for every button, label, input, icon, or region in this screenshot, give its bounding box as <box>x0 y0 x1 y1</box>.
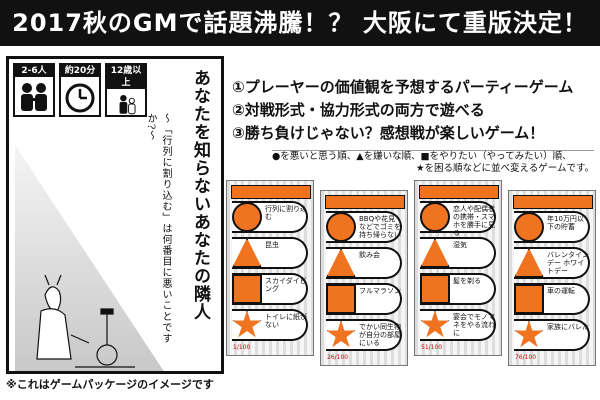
time-label: 約20分 <box>61 65 99 77</box>
feature-item: ①プレーヤーの価値観を予想するパーティーゲーム <box>232 78 574 96</box>
sample-card: BBQや花見などでゴミを持ち帰らない飲み会フルマラソンでかい同生物が自分の部屋に… <box>320 190 408 366</box>
card-square-icon <box>326 284 356 314</box>
card-samples: 行列に割り込む昆虫スカイダイビングトイレに紙がない 1/100 BBQや花見などでゴ… <box>226 180 598 366</box>
rules-note: ●を悪いと思う順、▲を嫌いな順、■をやりたい（やってみたい）順、 ★を困る順など… <box>272 150 594 175</box>
card-item-text: 行列に割り込む <box>265 205 307 221</box>
headline-banner: 2017秋のGMで話題沸騰！？ 大阪にて重版決定！ <box>0 0 600 46</box>
card-header-bar <box>419 185 499 199</box>
age-label: 12歳以上 <box>107 65 145 89</box>
players-icon <box>21 83 47 111</box>
package-caption: ※これはゲームパッケージのイメージです <box>6 378 214 391</box>
card-square-icon <box>232 274 262 304</box>
feature-item: ③勝ち負けじゃない？感想戦が楽しいゲーム！ <box>232 124 545 142</box>
card-item-text: 車の運転 <box>547 287 575 295</box>
card-circle-icon <box>514 212 544 242</box>
card-item-text: トイレに紙がない <box>265 313 307 329</box>
card-page-number: 1/100 <box>233 344 251 351</box>
package-icons: 2-6人 約20分 12歳以上 <box>13 63 147 117</box>
sample-card: 行列に割り込む昆虫スカイダイビングトイレに紙がない 1/100 <box>226 180 314 356</box>
card-item-text: 湿気 <box>453 241 467 249</box>
card-item-text: 恋人や配偶者の携帯・スマホを勝手に見る <box>453 205 495 237</box>
card-item-text: スカイダイビング <box>265 277 307 293</box>
card-header-bar <box>325 195 405 209</box>
game-package: 2-6人 約20分 12歳以上 <box>6 56 224 374</box>
players-badge: 2-6人 <box>13 63 55 117</box>
card-circle-icon <box>326 212 356 242</box>
rules-note-line: ●を悪いと思う順、▲を嫌いな順、■をやりたい（やってみたい）順、 <box>272 151 572 162</box>
game-title: あなたを知らないあなたの隣人 <box>190 69 210 321</box>
card-square-icon <box>420 274 450 304</box>
light-beam-graphic <box>15 145 221 371</box>
game-subtitle: 〜「行列に割り込む」は何番目に悪いことですか?〜 <box>145 113 171 344</box>
card-circle-icon <box>232 202 262 232</box>
feature-list: ①プレーヤーの価値観を予想するパーティーゲーム ②対戦形式・協力形式の両方で遊べ… <box>232 76 573 145</box>
card-item-text: バレンタインデー ホワイトデー <box>547 251 589 275</box>
age-badge: 12歳以上 <box>105 63 147 117</box>
card-circle-icon <box>420 202 450 232</box>
card-page-number: 26/100 <box>327 354 349 361</box>
card-item-text: 家族にバレた <box>547 323 589 331</box>
card-page-number: 76/100 <box>515 354 537 361</box>
clock-icon <box>65 83 95 113</box>
card-item-text: 飲み会 <box>359 251 380 259</box>
card-item-text: 髪を剃る <box>453 277 481 285</box>
card-item-text: フルマラソン <box>359 287 401 295</box>
card-page-number: 51/100 <box>421 344 443 351</box>
feature-item: ②対戦形式・協力形式の両方で遊べる <box>232 101 485 119</box>
person-icon <box>119 94 136 115</box>
card-square-icon <box>514 284 544 314</box>
players-label: 2-6人 <box>15 65 53 77</box>
card-header-bar <box>231 185 311 199</box>
card-item-text: BBQや花見などでゴミを持ち帰らない <box>359 215 401 239</box>
unicycle-illustration <box>75 308 135 368</box>
rules-note-line: ★を困る順などに並べ変えるゲームです。 <box>416 163 594 174</box>
card-item-text: でかい同生物が自分の部屋にいる <box>359 323 401 347</box>
card-header-bar <box>513 195 593 209</box>
time-badge: 約20分 <box>59 63 101 117</box>
card-item-text: 年10万円以下の貯蓄 <box>547 215 584 231</box>
card-item-text: 宴会でモノマネをやる流れに <box>453 313 495 337</box>
sample-card: 年10万円以下の貯蓄バレンタインデー ホワイトデー車の運転家族にバレた 76/10… <box>508 190 596 366</box>
card-item-text: 昆虫 <box>265 241 279 249</box>
sample-card: 恋人や配偶者の携帯・スマホを勝手に見る湿気髪を剃る宴会でモノマネをやる流れに 51… <box>414 180 502 356</box>
character-illustration <box>36 274 90 360</box>
